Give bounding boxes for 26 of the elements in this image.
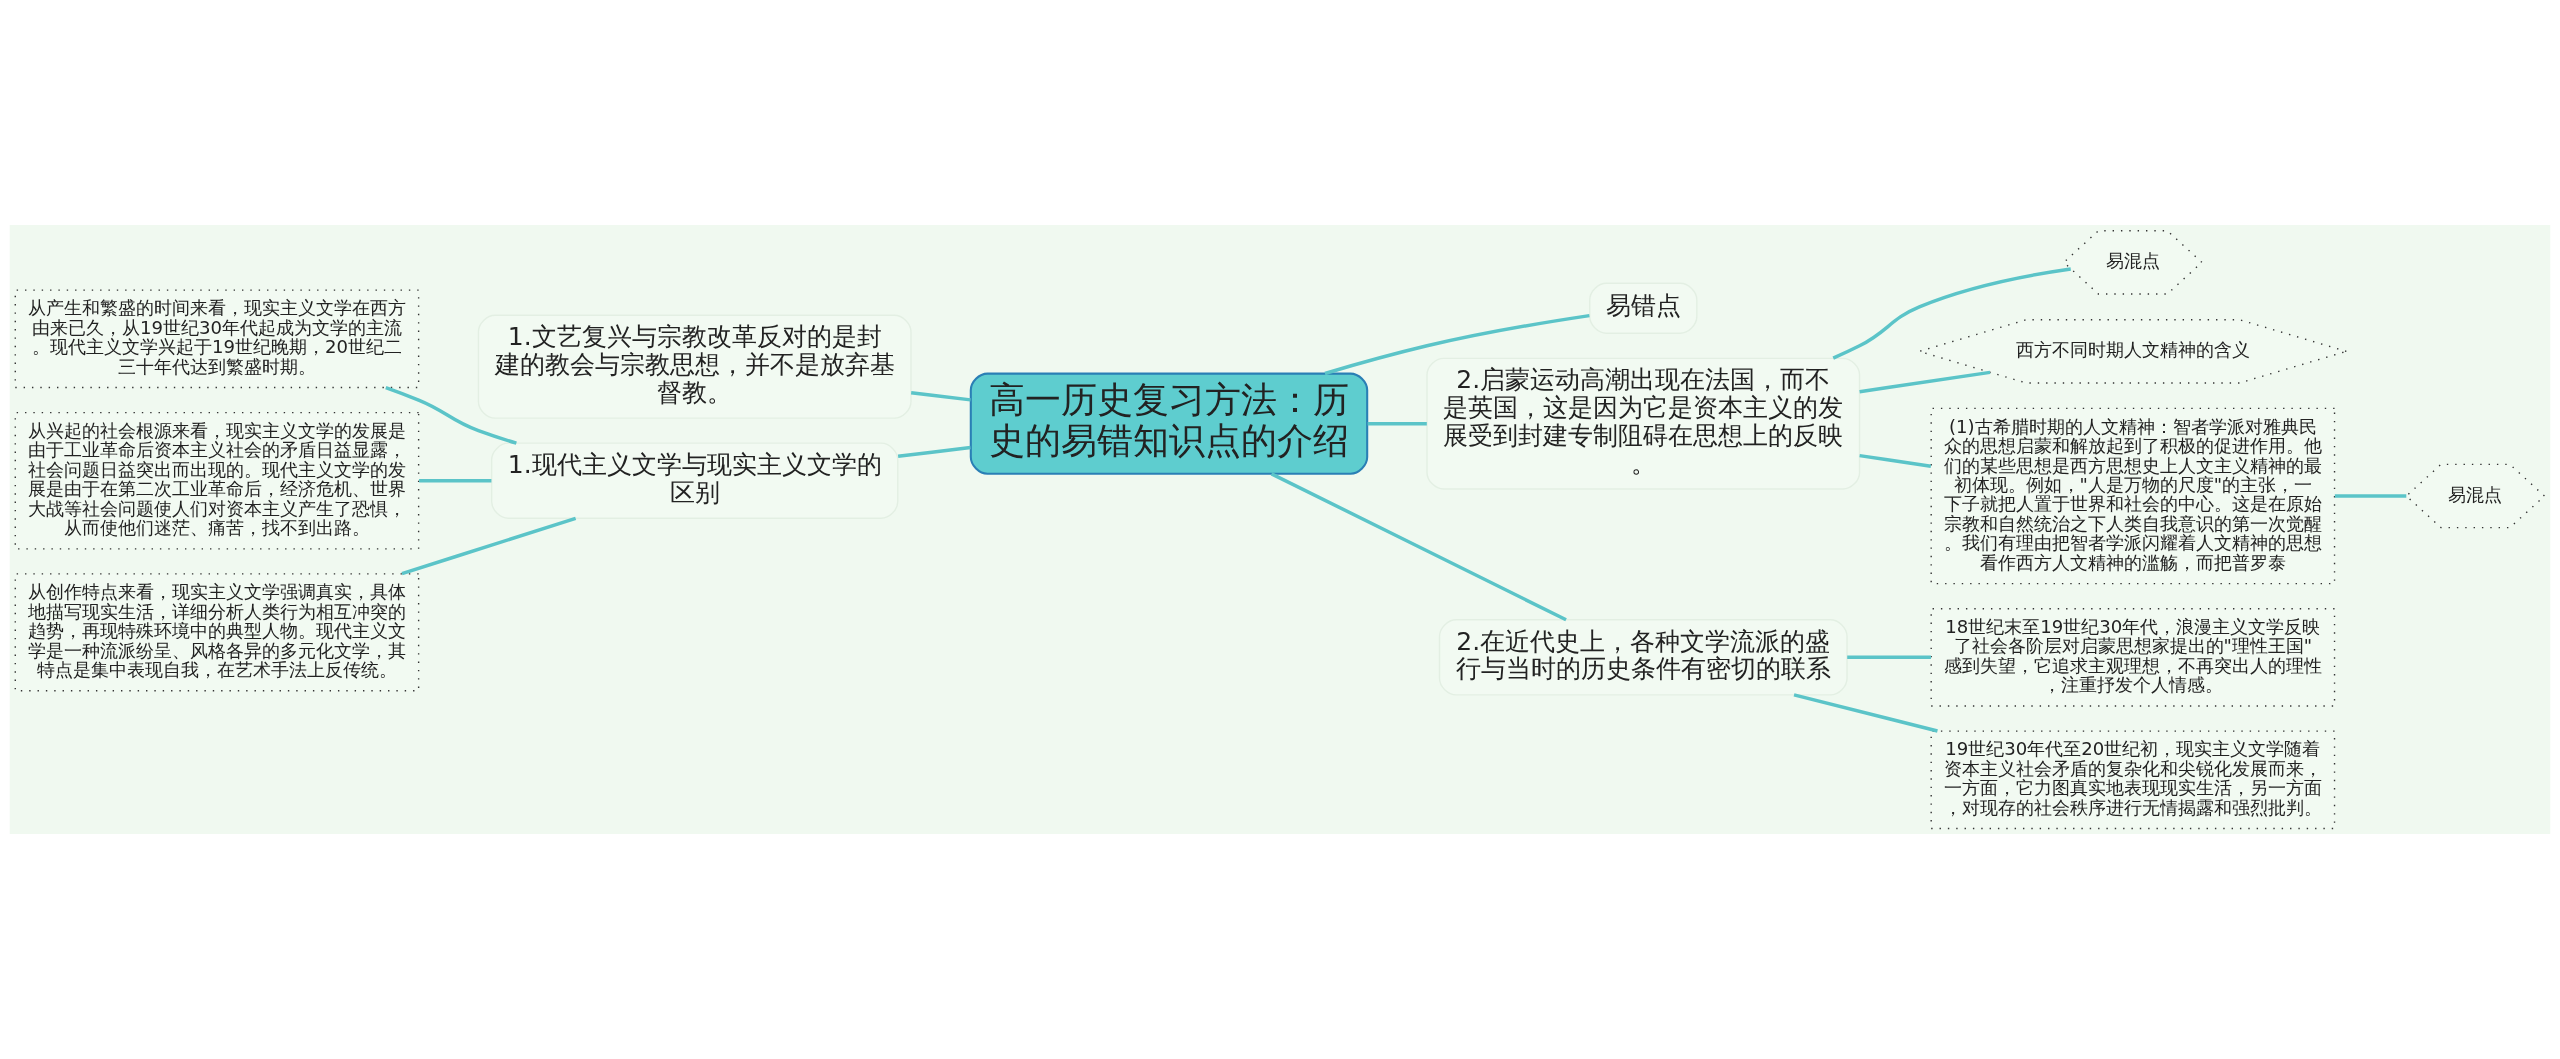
node-box: 易错点 <box>1589 282 1698 334</box>
node-box: 19世纪30年代至20世纪初，现实主义文学随着资本主义社会矛盾的复杂化和尖锐化发展而来，一方面，它力图真实地表现现实生活，另一方面，对现存的社会秩序进行无情揭露和强烈批判。 <box>1930 730 2336 830</box>
node-box: 1.文艺复兴与宗教改革反对的是封建的教会与宗教思想，并不是放弃基督教。 <box>477 314 912 419</box>
node-box: 从创作特点来看，现实主义文学强调真实，具体地描写现实生活，详细分析人类行为相互冲突的趋势，再现特殊环境中的典型人物。现代主义文学是一种流派纷呈、风格各异的多元化文学，其特点是集中表现自我，在艺术手法上反传统。 <box>14 573 420 692</box>
connector <box>1270 472 1567 622</box>
connector <box>1859 370 1991 394</box>
connector <box>2334 494 2407 498</box>
connector <box>1324 313 1590 376</box>
node-box: 从兴起的社会根源来看，现实主义文学的发展是由于工业革命后资本主义社会的矛盾日益显露，社会问题日益突出而出现的。现代主义文学的发展是由于在第二次工业革命后，经济危机、世界大战等社会问题使人们对资本主义产生了恐惧，从而使他们迷茫、痛苦，找不到出路。 <box>14 411 420 550</box>
connector <box>897 445 971 458</box>
connector <box>1859 453 1932 468</box>
connector <box>1847 655 1931 660</box>
connector <box>1832 267 2071 360</box>
node-box: 高一历史复习方法：历史的易错知识点的介绍 <box>969 372 1369 475</box>
connector <box>419 479 492 483</box>
node-box: 18世纪末至19世纪30年代，浪漫主义文学反映了社会各阶层对启蒙思想家提出的"理性王国"感到失望，它追求主观理想，不再突出人的理性，注重抒发个人情感。 <box>1930 608 2336 707</box>
node-box: 1.现代主义文学与现实主义文学的区别 <box>490 442 899 519</box>
connector <box>401 516 577 576</box>
connector <box>1367 421 1427 426</box>
node-box: 2.在近代史上，各种文学流派的盛行与当时的历史条件有密切的联系 <box>1438 619 1848 696</box>
node-box: (1)古希腊时期的人文精神：智者学派对雅典民众的思想启蒙和解放起到了积极的促进作用。他们的某些思想是西方思想史上人文主义精神的最初体现。例如，"人是万物的尺度"的主张，一下子就把人置于世界和社会的中心。这是在原始宗教和自然统治之下人类自我意识的第一次觉醒。我们有理由把智者学派闪耀着人文精神的思想看作西方人文精神的滥觞，而把普罗泰 <box>1930 407 2336 585</box>
node-box: 从产生和繁盛的时间来看，现实主义文学在西方由来已久，从19世纪30年代起成为文学的主流。现代主义文学兴起于19世纪晚期，20世纪二三十年代达到繁盛时期。 <box>14 289 420 389</box>
node-box: 2.启蒙运动高潮出现在法国，而不是英国，这是因为它是资本主义的发展受到封建专制阻碍在思想上的反映。 <box>1426 357 1861 490</box>
connector <box>385 385 517 445</box>
connector <box>910 390 971 402</box>
connector <box>1793 693 1938 733</box>
